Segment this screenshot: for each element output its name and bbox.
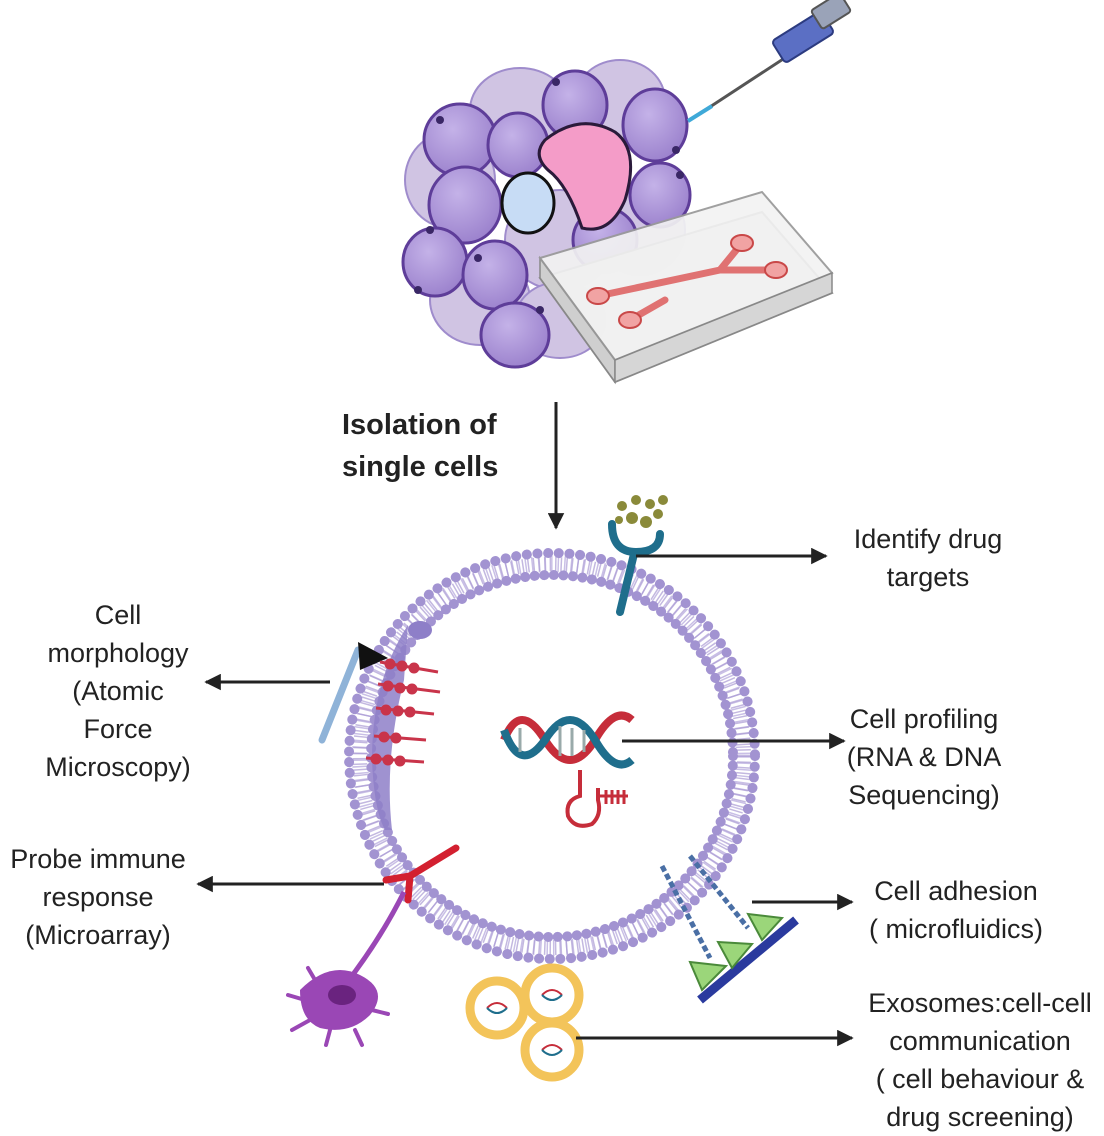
isolation-line-1: Isolation of	[342, 409, 497, 441]
exosomes-line-4: drug screening)	[886, 1102, 1074, 1132]
morphology-line-1: Cell	[94, 600, 142, 630]
isolation-line-2: single cells	[342, 451, 499, 483]
microfluidic-chip-icon	[538, 190, 834, 385]
drug-targets-line-2: targets	[886, 562, 970, 592]
adhesion-label: Cell adhesion ( microfluidics)	[852, 872, 1060, 948]
receptor-icon	[608, 495, 668, 616]
morphology-line-2: morphology	[47, 638, 189, 668]
profiling-line-2: (RNA & DNA	[846, 742, 1002, 772]
exosomes-icon	[465, 963, 584, 1082]
blue-cell-icon	[500, 171, 556, 235]
morphology-line-4: Force	[83, 714, 153, 744]
dna-icon	[500, 711, 635, 828]
profiling-label: Cell profiling (RNA & DNA Sequencing)	[826, 700, 1022, 814]
morphology-label: Cell morphology (Atomic Force Microscopy…	[30, 596, 206, 786]
isolation-label: Isolation of single cells	[318, 404, 562, 488]
adhesion-line-1: Cell adhesion	[874, 876, 1038, 906]
drug-targets-label: Identify drug targets	[830, 520, 1026, 596]
exosomes-line-3: ( cell behaviour &	[875, 1064, 1085, 1094]
morphology-line-5: Microscopy)	[45, 752, 191, 782]
immune-label: Probe immune response (Microarray)	[0, 840, 196, 954]
tissue-cluster-icon	[401, 59, 692, 369]
exosomes-label: Exosomes:cell-cell communication ( cell …	[858, 984, 1102, 1136]
immune-line-3: (Microarray)	[25, 920, 171, 950]
cell-membrane-icon	[344, 548, 760, 964]
drug-targets-line-1: Identify drug	[853, 524, 1003, 554]
profiling-line-1: Cell profiling	[849, 704, 999, 734]
output-arrows	[196, 547, 854, 1047]
adhesion-icon	[659, 854, 799, 1004]
immune-cell-icon	[286, 890, 407, 1047]
morphology-line-3: (Atomic	[72, 676, 164, 706]
pink-cell-icon	[537, 122, 633, 231]
exosomes-line-1: Exosomes:cell-cell	[868, 988, 1092, 1018]
antibody-icon	[382, 844, 460, 904]
profiling-line-3: Sequencing)	[848, 780, 1000, 810]
immune-line-2: response	[42, 882, 154, 912]
pipette-icon	[686, 0, 852, 123]
immune-line-1: Probe immune	[10, 844, 186, 874]
exosomes-line-2: communication	[889, 1026, 1071, 1056]
adhesion-line-2: ( microfluidics)	[868, 914, 1043, 944]
afm-probe-icon	[318, 621, 441, 830]
